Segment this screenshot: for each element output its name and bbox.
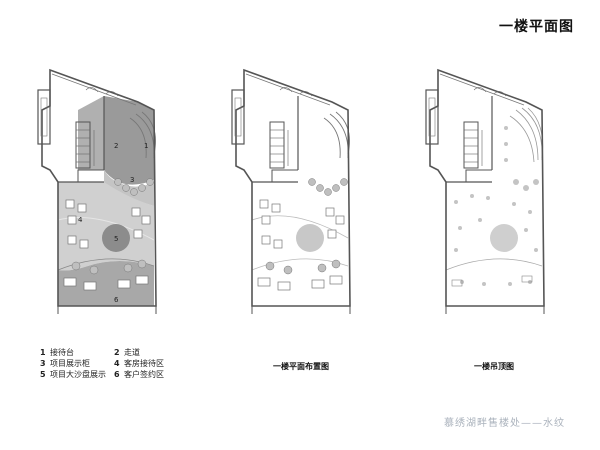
layout-plan-caption: 一楼平面布置图 <box>273 362 329 371</box>
zone-reception <box>104 96 154 185</box>
zone-label-3: 3 <box>130 176 134 184</box>
zone-label-6: 6 <box>114 296 119 304</box>
zone-label-2: 2 <box>114 142 118 150</box>
zone-label-1: 1 <box>144 142 148 150</box>
ceiling-feature <box>490 224 518 252</box>
zoning-plan: 1 2 3 4 5 6 <box>37 69 157 315</box>
zone-label-4: 4 <box>78 216 83 224</box>
zone-corridor <box>78 96 104 170</box>
layout-plan <box>231 69 351 315</box>
zone-signing <box>58 261 154 306</box>
ceiling-lights <box>454 126 539 286</box>
ceiling-plan-caption: 一楼吊顶图 <box>474 362 514 371</box>
footer-watermark: 慕绣湖畔售楼处——水纹 <box>444 418 565 429</box>
sandtable <box>296 224 324 252</box>
ceiling-plan <box>425 69 545 315</box>
zone-label-5: 5 <box>114 235 118 243</box>
page-title: 一楼平面图 <box>499 19 574 35</box>
sandtable <box>102 224 130 252</box>
